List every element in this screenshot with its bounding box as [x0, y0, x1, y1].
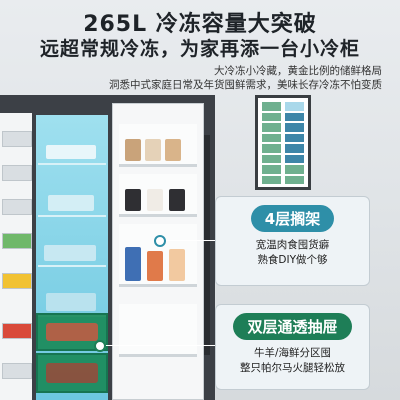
food-package	[169, 189, 185, 211]
diagram-cell	[284, 132, 305, 143]
door-bin	[2, 363, 32, 379]
food-package	[147, 251, 163, 281]
left-door-bins	[0, 113, 32, 400]
food-package	[125, 247, 141, 281]
door-rack	[119, 224, 197, 287]
diagram-cell	[261, 101, 282, 112]
callout-line: 整只帕尔马火腿轻松放	[240, 362, 345, 374]
callout-shelves: 4层搁架 宽温肉食囤货癖 熟食DIY做个够	[215, 196, 370, 286]
diagram-cell	[261, 122, 282, 133]
callout-connector-drawers	[100, 345, 216, 346]
diagram-cell	[284, 101, 305, 112]
door-bin	[2, 199, 32, 215]
callout-drawers: 双层通透抽屉 牛羊/海鲜分区囤 整只帕尔马火腿轻松放	[215, 304, 370, 390]
food-package	[145, 139, 161, 161]
callout-line: 熟食DIY做个够	[257, 254, 328, 266]
door-rack	[119, 124, 197, 167]
headline-subtitle: 远超常规冷冻，为家再添一台小冷柜	[39, 38, 360, 60]
food-package	[147, 189, 163, 211]
diagram-cell	[284, 122, 305, 133]
freezer-shelf	[38, 215, 106, 217]
diagram-cell	[261, 174, 282, 185]
food-package	[165, 139, 181, 161]
food-package	[125, 189, 141, 211]
upper-drawer	[36, 313, 108, 351]
diagram-cell	[261, 132, 282, 143]
callout-dot-drawers	[94, 340, 106, 352]
food-package	[125, 139, 141, 161]
door-handle	[204, 135, 210, 355]
food-package	[169, 249, 185, 281]
diagram-cell	[261, 111, 282, 122]
diagram-cell	[261, 164, 282, 175]
diagram-right-column	[284, 101, 305, 185]
diagram-left-column	[261, 101, 282, 185]
freezer-shelf	[38, 265, 106, 267]
callout-line: 宽温肉食囤货癖	[255, 239, 330, 251]
diagram-cell	[284, 111, 305, 122]
freezer-compartment	[36, 115, 108, 400]
callout-title: 双层通透抽屉	[233, 313, 352, 340]
diagram-cell	[284, 153, 305, 164]
diagram-cell	[284, 143, 305, 154]
door-bin	[2, 131, 32, 147]
diagram-cell	[261, 153, 282, 164]
frozen-food	[48, 195, 94, 211]
door-bin	[2, 273, 32, 289]
headline-capacity: 265L 冷冻容量大突破	[83, 12, 317, 37]
frozen-food	[44, 245, 96, 261]
description-line-2: 洞悉中式家庭日常及年货囤鲜需求，美味长存冷冻不怕变质	[109, 79, 382, 91]
frozen-food	[46, 145, 96, 159]
door-rack	[119, 174, 197, 217]
callout-dot-shelves	[154, 235, 166, 247]
diagram-cell	[284, 164, 305, 175]
description-line-1: 大冷冻小冷藏，黄金比例的储鲜格局	[214, 65, 382, 77]
door-rack	[119, 304, 197, 357]
door-bin	[2, 165, 32, 181]
frozen-food	[46, 323, 98, 341]
diagram-cell	[284, 174, 305, 185]
fridge-layout-diagram	[255, 95, 311, 190]
freezer-shelf	[38, 163, 106, 165]
lower-drawer	[36, 353, 108, 393]
door-bin	[2, 323, 32, 339]
frozen-food	[46, 293, 96, 311]
freezer-door	[112, 103, 204, 400]
frozen-food	[46, 363, 98, 383]
callout-line: 牛羊/海鲜分区囤	[253, 347, 332, 359]
callout-connector-shelves	[160, 240, 216, 241]
refrigerator-photo	[0, 95, 215, 400]
door-bin	[2, 233, 32, 249]
callout-title: 4层搁架	[250, 205, 335, 232]
diagram-cell	[261, 143, 282, 154]
